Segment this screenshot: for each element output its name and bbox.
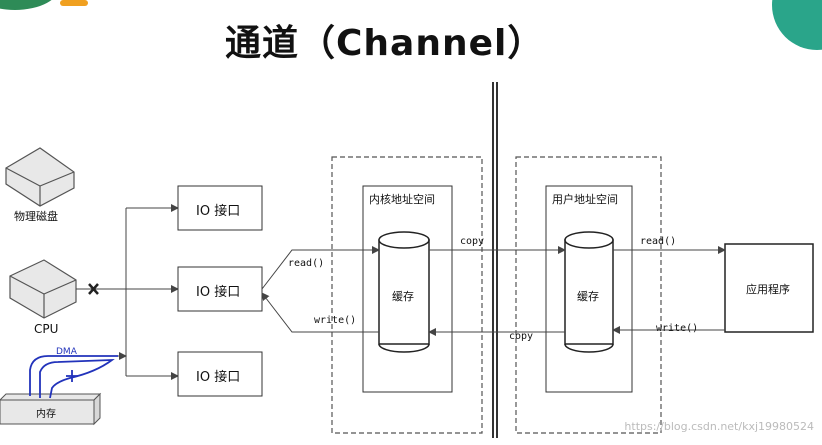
corner-decoration-left	[0, 0, 60, 10]
kernel-space-label: 内核地址空间	[369, 193, 435, 206]
disk-label: 物理磁盘	[14, 210, 58, 223]
cpu-label: CPU	[34, 322, 59, 336]
disk-device-icon	[5, 147, 75, 207]
kernel-cache-cylinder-icon	[378, 231, 430, 353]
memory-device-icon	[0, 392, 102, 426]
read-label-right: read()	[640, 236, 677, 247]
io-port-label-2: IO 接口	[196, 285, 241, 300]
user-space-dashed-box	[515, 156, 662, 434]
copy-label-top: copy	[460, 236, 485, 247]
kernel-space-dashed-box	[331, 156, 483, 434]
dma-label: DMA	[56, 347, 77, 357]
io-port-box-1	[177, 185, 263, 231]
blocked-x-icon	[88, 283, 99, 295]
memory-label: 内存	[36, 409, 56, 420]
watermark: https://blog.csdn.net/kxj19980524	[624, 420, 814, 433]
write-label-left: write()	[314, 315, 357, 326]
user-cache-label: 缓存	[577, 290, 599, 303]
io-port-label-1: IO 接口	[196, 204, 241, 219]
read-label-left: read()	[288, 258, 325, 269]
dma-annotation	[29, 355, 118, 399]
io-port-label-3: IO 接口	[196, 370, 241, 385]
application-box	[724, 243, 814, 333]
corner-decoration-accent	[60, 0, 88, 6]
diagram-title: 通道（Channel）	[225, 23, 545, 64]
application-label: 应用程序	[746, 283, 790, 296]
kernel-cache-label: 缓存	[392, 290, 414, 303]
write-label-right: write()	[656, 323, 699, 334]
write-arrow-left	[261, 292, 379, 333]
user-cache-cylinder-icon	[564, 231, 614, 353]
io-port-box-3	[177, 351, 263, 397]
cpu-device-icon	[9, 259, 77, 319]
read-arrow-left	[261, 246, 380, 290]
user-space-label: 用户地址空间	[552, 193, 618, 206]
copy-label-bottom: copy	[509, 331, 534, 342]
